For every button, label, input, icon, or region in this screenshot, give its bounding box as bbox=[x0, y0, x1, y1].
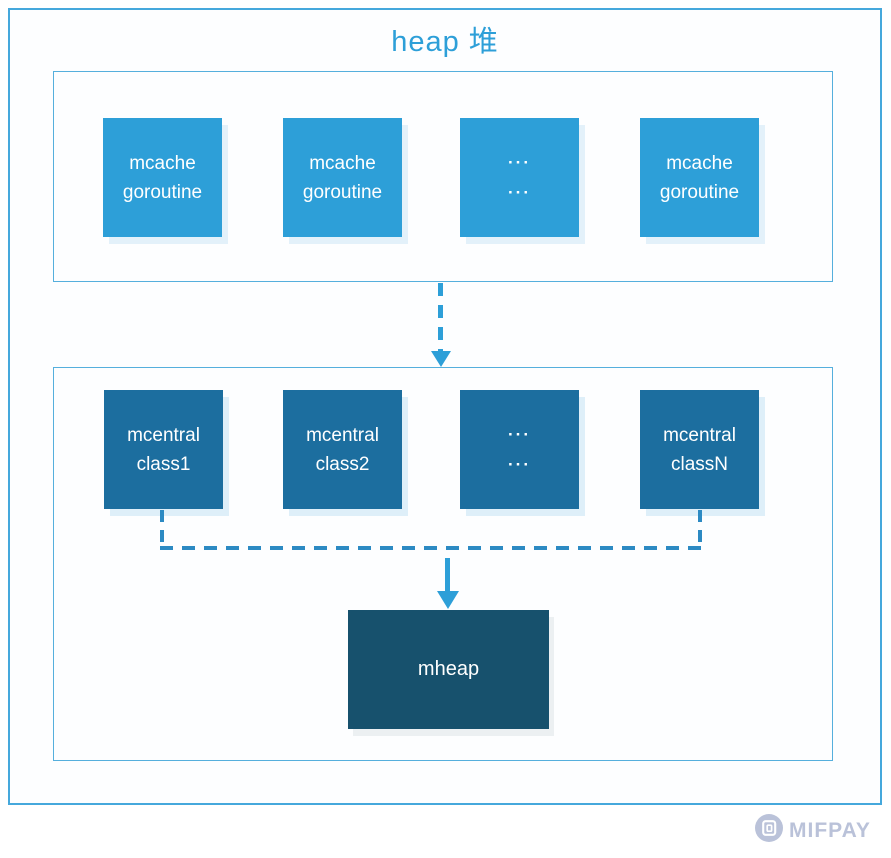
mcache-box-1-line2: goroutine bbox=[122, 181, 203, 203]
mheap-label: mheap bbox=[417, 658, 480, 680]
mcentral-box-4: mcentral classN bbox=[640, 390, 759, 509]
mcentral-box-4-line2: classN bbox=[670, 453, 728, 475]
mcache-to-mcentral-arrowhead-icon bbox=[431, 351, 451, 367]
class1-connector-stub bbox=[160, 510, 164, 548]
watermark-logo: MIFPAY bbox=[754, 813, 871, 848]
mcache-ellipsis-line2: ··· bbox=[508, 182, 531, 202]
mcentral-to-mheap-arrowhead-icon bbox=[437, 591, 459, 609]
mcentral-box-1: mcentral class1 bbox=[104, 390, 223, 509]
mcentral-ellipsis-line2: ··· bbox=[508, 454, 531, 474]
mcache-box-2-line1: mcache bbox=[309, 152, 376, 174]
mcache-ellipsis-box: ··· ··· bbox=[460, 118, 579, 237]
mcentral-ellipsis-box: ··· ··· bbox=[460, 390, 579, 509]
connector-bus-line bbox=[160, 546, 702, 550]
mcentral-ellipsis-line1: ··· bbox=[508, 424, 531, 444]
diagram-title: heap 堆 bbox=[391, 26, 499, 58]
mcache-box-4: mcache goroutine bbox=[640, 118, 759, 237]
mcentral-to-mheap-arrow-line bbox=[445, 558, 450, 591]
mcache-box-1: mcache goroutine bbox=[103, 118, 222, 237]
mcentral-box-2: mcentral class2 bbox=[283, 390, 402, 509]
mcentral-box-2-line1: mcentral bbox=[306, 424, 379, 446]
mcentral-box-1-line2: class1 bbox=[136, 453, 191, 475]
mcentral-box-1-line1: mcentral bbox=[127, 424, 200, 446]
watermark-text: MIFPAY bbox=[789, 818, 871, 842]
mifpay-logo-icon bbox=[754, 813, 784, 848]
mcentral-box-2-line2: class2 bbox=[315, 453, 370, 475]
mcache-box-4-line1: mcache bbox=[666, 152, 733, 174]
mcentral-box-4-line1: mcentral bbox=[663, 424, 736, 446]
mcache-ellipsis-line1: ··· bbox=[508, 152, 531, 172]
mcache-box-1-line1: mcache bbox=[129, 152, 196, 174]
mcache-box-2: mcache goroutine bbox=[283, 118, 402, 237]
mheap-box: mheap bbox=[348, 610, 549, 729]
mcache-box-4-line2: goroutine bbox=[659, 181, 740, 203]
classN-connector-stub bbox=[698, 510, 702, 548]
mcache-box-2-line2: goroutine bbox=[302, 181, 383, 203]
mcache-to-mcentral-arrow-line bbox=[438, 283, 443, 351]
